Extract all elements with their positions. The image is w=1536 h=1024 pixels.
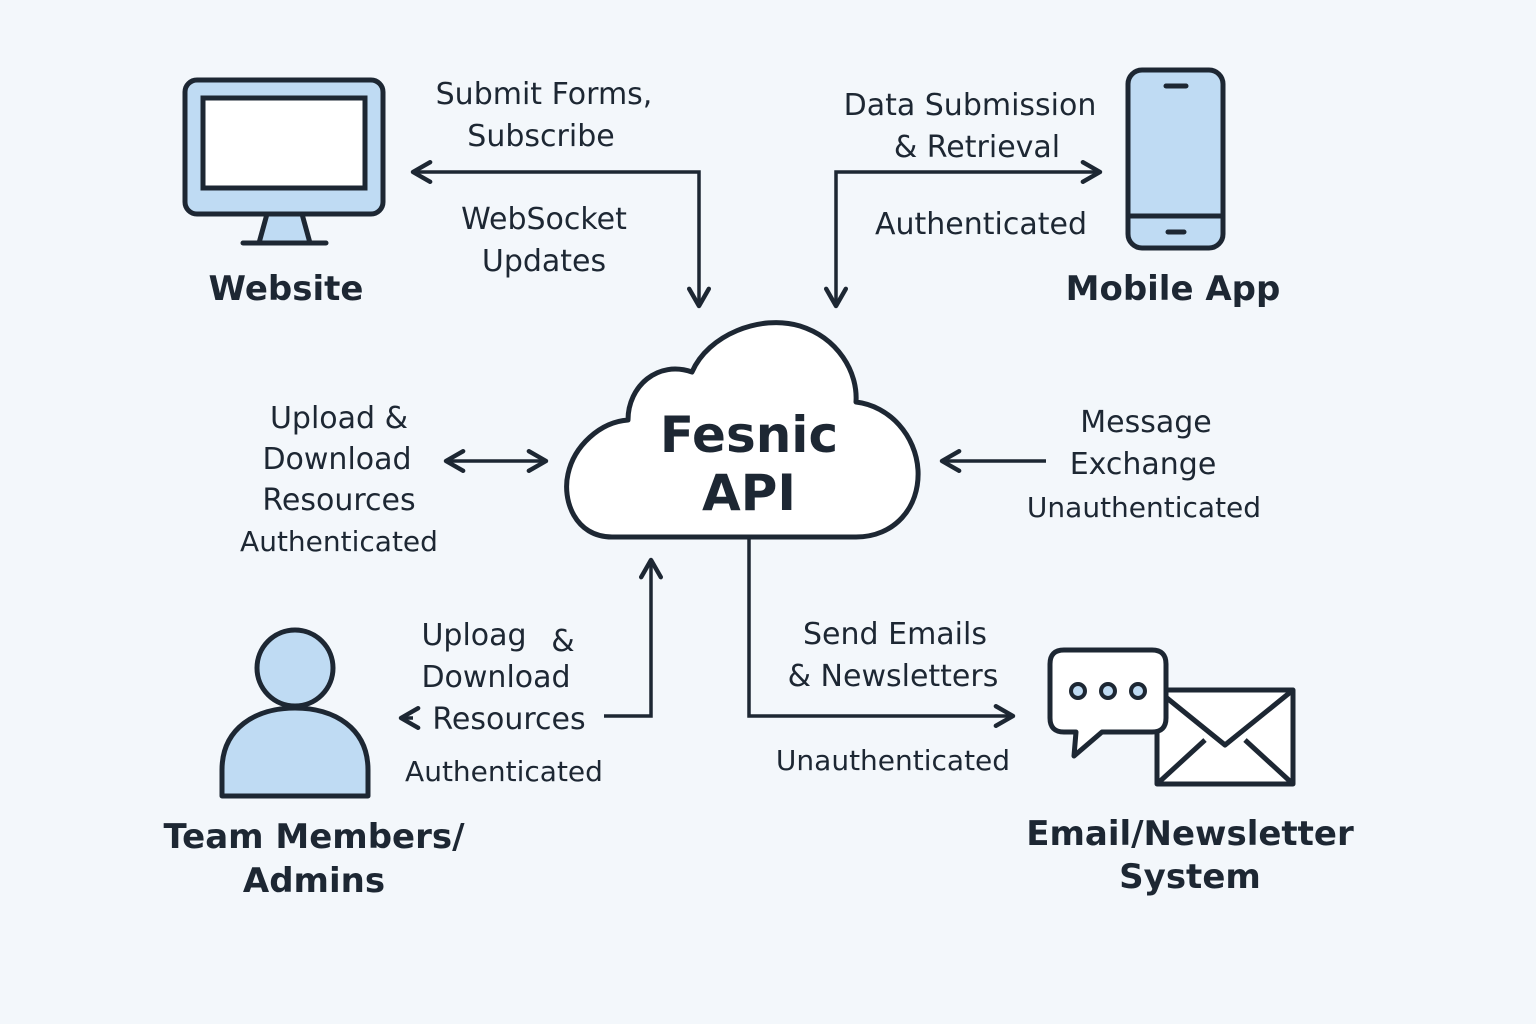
- smartphone-icon: [1125, 67, 1226, 251]
- mobile-app-node: Mobile App: [1066, 67, 1281, 309]
- api-email-connector: [747, 539, 1016, 729]
- chat-and-envelope-icon: [1047, 647, 1296, 787]
- mobile-edge-auth: Authenticated: [875, 207, 1087, 242]
- email-system-label-line1: Email/Newsletter: [1026, 814, 1354, 854]
- message-exchange-auth: Unauthenticated: [1027, 491, 1261, 524]
- website-edge-top-line2: Subscribe: [467, 119, 614, 154]
- message-exchange-labels: Message Exchange Unauthenticated: [1027, 405, 1261, 524]
- envelope-icon: [1154, 687, 1296, 787]
- website-label: Website: [209, 269, 364, 309]
- website-edge-labels: Submit Forms, Subscribe WebSocket Update…: [436, 77, 653, 279]
- team-edge-line2: Download: [421, 660, 570, 695]
- website-edge-top-line1: Submit Forms,: [436, 77, 653, 112]
- team-edge-line3: Resources: [432, 702, 585, 737]
- mobile-app-label: Mobile App: [1066, 269, 1281, 309]
- resources-left-labels: Upload & Download Resources Authenticate…: [240, 401, 438, 558]
- website-edge-bottom-line1: WebSocket: [461, 202, 627, 237]
- resources-left-auth: Authenticated: [240, 525, 438, 558]
- mobile-edge-labels: Data Submission & Retrieval Authenticate…: [844, 88, 1097, 242]
- email-system-node: Email/Newsletter System: [1026, 647, 1354, 897]
- team-edge-auth: Authenticated: [405, 755, 603, 788]
- team-api-connector: [604, 557, 664, 718]
- team-admins-node: Team Members/ Admins: [163, 627, 465, 901]
- mobile-api-connector: [823, 159, 1103, 309]
- email-edge-line1: Send Emails: [803, 617, 987, 652]
- team-label-line1: Team Members/: [163, 817, 465, 857]
- api-hub: Fesnic API: [564, 320, 921, 540]
- chat-bubble-icon: [1047, 647, 1169, 759]
- resources-left-line1: Upload &: [270, 401, 408, 436]
- mobile-edge-top-line1: Data Submission: [844, 88, 1097, 123]
- hub-title-line1: Fesnic: [660, 406, 838, 464]
- team-label-line2: Admins: [243, 861, 385, 901]
- email-edge-auth: Unauthenticated: [776, 744, 1010, 777]
- mobile-edge-top-line2: & Retrieval: [894, 130, 1060, 165]
- monitor-icon: [182, 77, 386, 246]
- email-system-label-line2: System: [1119, 857, 1261, 897]
- website-node: Website: [182, 77, 386, 309]
- email-edge-labels: Send Emails & Newsletters Unauthenticate…: [776, 617, 1010, 777]
- team-edge-line1-word: Uploag: [421, 618, 526, 653]
- team-edge-labels: Uploag & Download Resources Authenticate…: [405, 618, 603, 788]
- hub-title-line2: API: [702, 464, 796, 522]
- message-exchange-line1: Message: [1080, 405, 1211, 440]
- user-icon: [219, 627, 371, 799]
- cloud-icon: [564, 320, 921, 540]
- team-edge-line1-ampersand: &: [551, 624, 574, 659]
- email-edge-line2: & Newsletters: [788, 659, 999, 694]
- message-exchange-line2: Exchange: [1070, 447, 1217, 482]
- website-api-connector: [410, 159, 712, 309]
- resources-left-line2: Download: [262, 442, 411, 477]
- resources-left-line3: Resources: [262, 483, 415, 518]
- website-edge-bottom-line2: Updates: [482, 244, 606, 279]
